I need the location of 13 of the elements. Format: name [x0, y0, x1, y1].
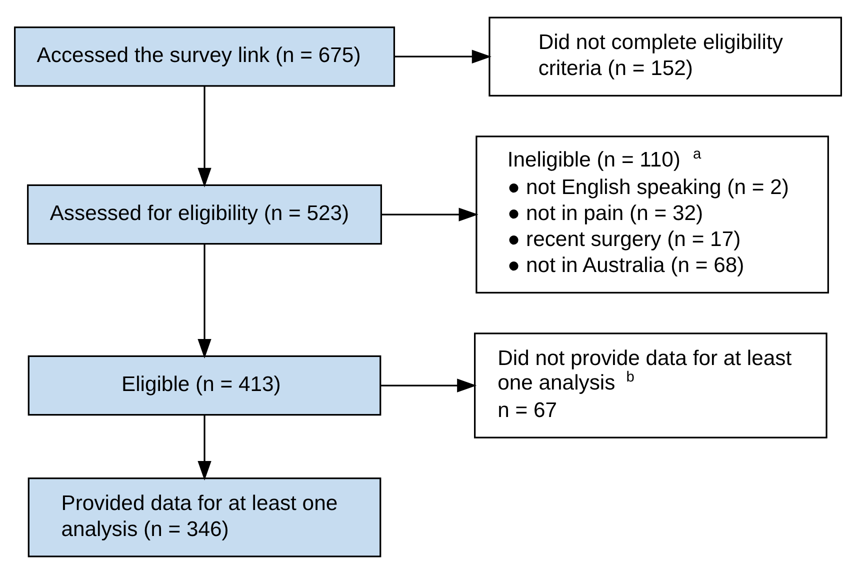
node-box: Did not complete eligibility criteria (n = 152) [488, 16, 842, 96]
node-box: Accessed the survey link (n = 675) [14, 26, 396, 86]
arrow [198, 86, 212, 187]
arrow [198, 244, 212, 358]
node-box: Did not provide data for at least one analysis $^{b}$ n = 67 [474, 332, 828, 438]
arrow [198, 414, 212, 480]
arrow [380, 378, 477, 392]
arrow [382, 207, 478, 221]
node-box: Provided data for at least one analysis (n = 346) [28, 477, 382, 557]
node-box: Ineligible (n = 110) $^{a}$ ● not English speaking (n = 2) ● not in pain (n = 32) ● recent surgery (n = 17) ● not in Australia (n = 68) [476, 135, 829, 294]
node-box: Assessed for eligibility (n = 523) [27, 184, 382, 244]
node-box: Eligible (n = 413) [28, 354, 382, 416]
arrow [394, 49, 492, 63]
